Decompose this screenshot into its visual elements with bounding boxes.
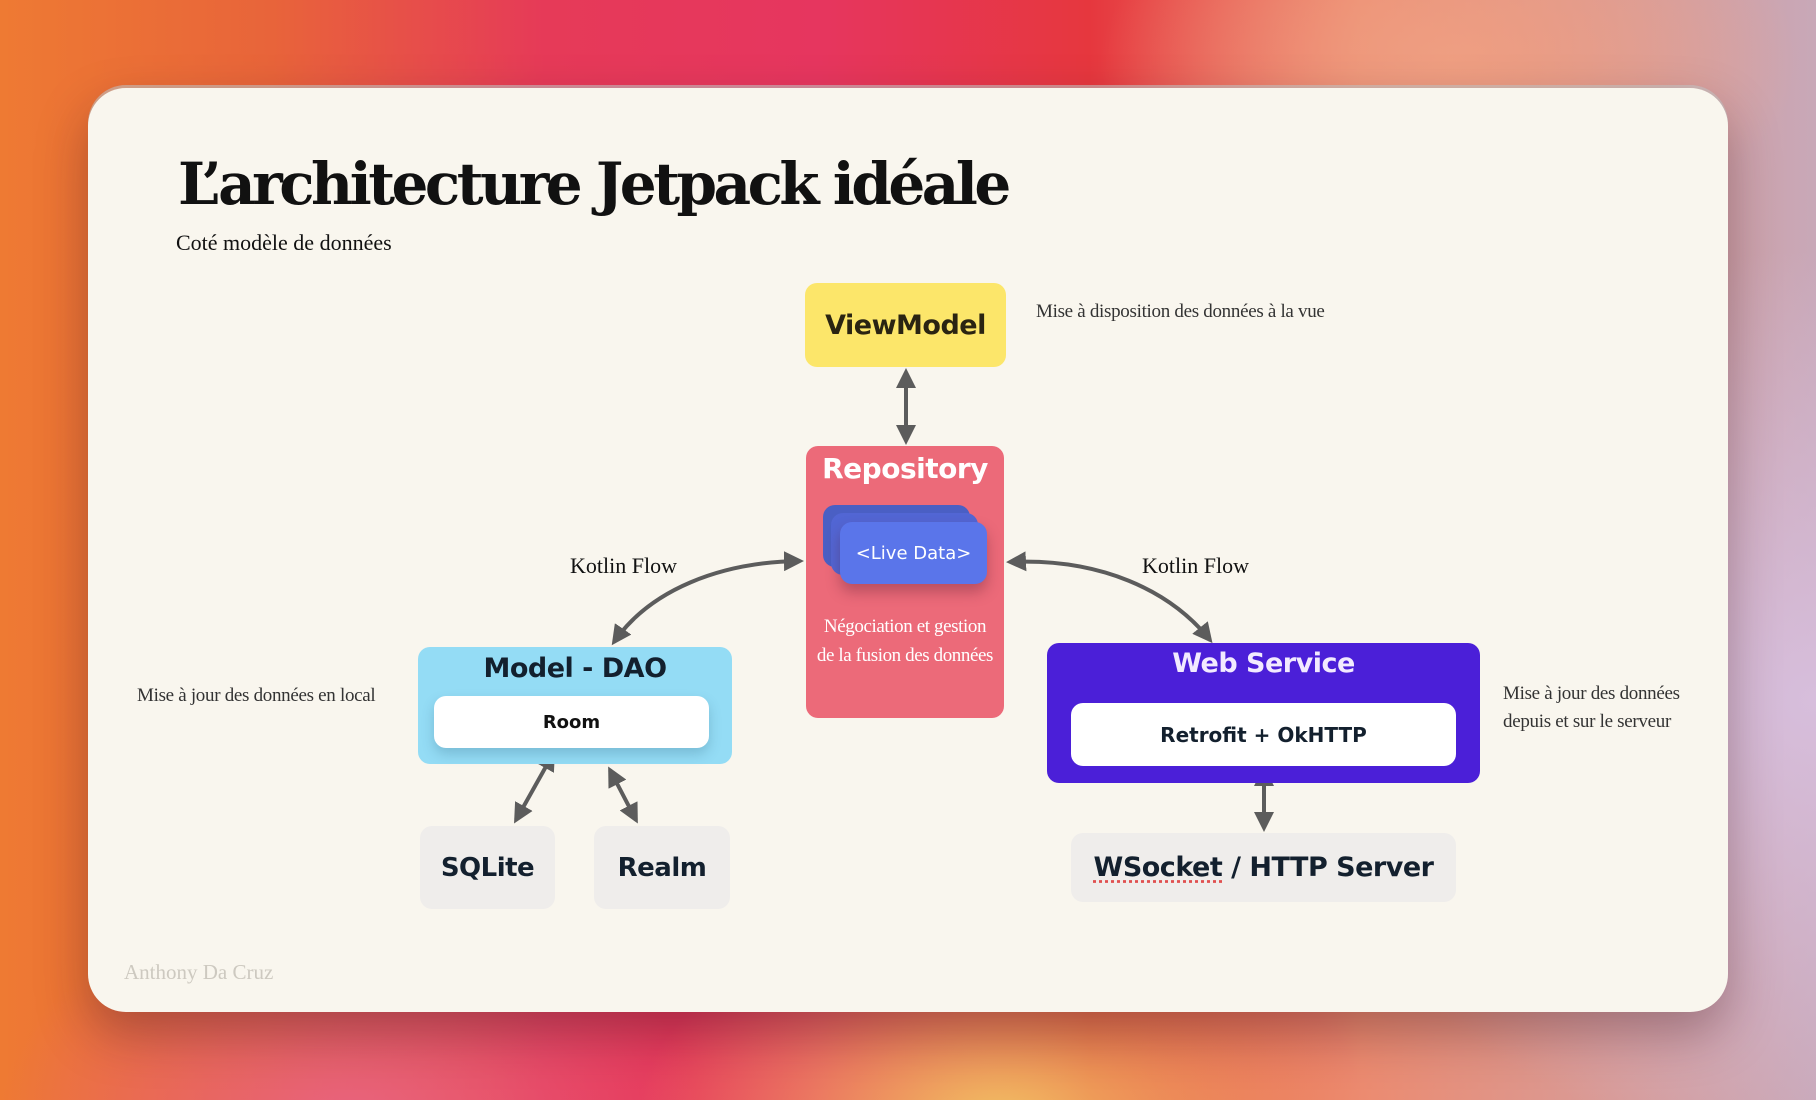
local-annotation: Mise à jour des données en local xyxy=(137,685,376,706)
slide-subtitle: Coté modèle de données xyxy=(176,230,392,255)
livedata-label: <Live Data> xyxy=(855,542,972,564)
model-dao-label: Model - DAO xyxy=(483,653,667,684)
repository-description: Négociation et gestion de la fusion des … xyxy=(816,616,994,666)
retrofit-label: Retrofit + OkHTTP xyxy=(1160,722,1367,747)
sqlite-node: SQLite xyxy=(420,826,555,909)
repository-node: Repository <Live Data> Négociation et ge… xyxy=(806,446,1004,718)
retrofit-node: Retrofit + OkHTTP xyxy=(1071,703,1456,766)
kotlin-flow-label-right: Kotlin Flow xyxy=(1142,553,1249,578)
viewmodel-annotation: Mise à disposition des données à la vue xyxy=(1036,301,1325,322)
server-node: WSocket / HTTP Server xyxy=(1071,833,1456,902)
realm-node: Realm xyxy=(594,826,730,909)
web-service-node: Web Service Retrofit + OkHTTP xyxy=(1047,643,1480,783)
room-node: Room xyxy=(434,696,709,748)
server-label-wsocket: WSocket xyxy=(1093,852,1223,883)
kotlin-flow-label-left: Kotlin Flow xyxy=(570,553,677,578)
server-label: WSocket / HTTP Server xyxy=(1094,852,1434,883)
realm-label: Realm xyxy=(617,852,707,883)
author-footer: Anthony Da Cruz xyxy=(124,960,274,984)
web-service-label: Web Service xyxy=(1172,648,1355,679)
server-label-http: / HTTP Server xyxy=(1222,852,1434,883)
server-annotation: Mise à jour des données depuis et sur le… xyxy=(1503,683,1680,732)
sqlite-label: SQLite xyxy=(440,852,535,883)
slide-title: L’architecture Jetpack idéale xyxy=(178,150,1011,218)
viewmodel-label: ViewModel xyxy=(825,309,986,341)
room-label: Room xyxy=(542,711,601,733)
model-dao-node: Model - DAO Room xyxy=(418,647,732,764)
repository-label: Repository xyxy=(822,452,988,485)
livedata-card: <Live Data> xyxy=(840,522,987,584)
viewmodel-node: ViewModel xyxy=(805,283,1006,367)
